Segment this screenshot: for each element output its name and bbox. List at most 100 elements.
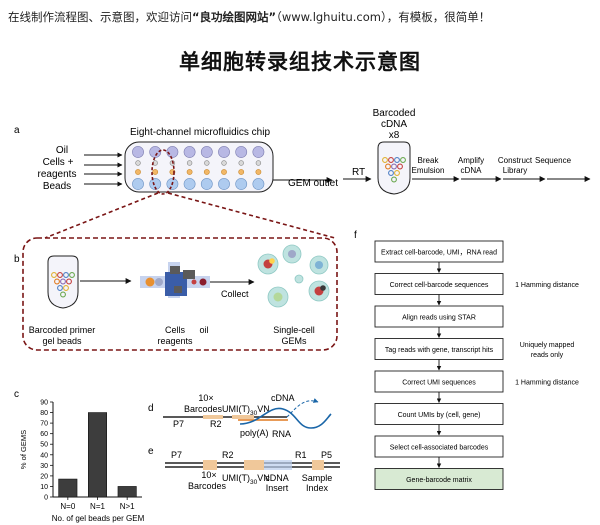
y-tick-label: 80 — [40, 410, 48, 417]
e-barcodes-label: Barcodes — [188, 481, 227, 491]
banner-suffix: （www.lghuitu.com），有模板，很简单！ — [276, 10, 491, 24]
gem-outlet-label: GEM outlet — [288, 178, 338, 189]
bar-N>1 — [117, 486, 137, 498]
junction-cell-left — [170, 266, 180, 274]
y-tick-label: 50 — [40, 442, 48, 449]
e-sample-label: Sample — [302, 473, 333, 483]
chip-well — [152, 169, 159, 175]
gems-label-line-2: GEMs — [281, 336, 307, 346]
tube-bead — [394, 157, 400, 163]
pipeline-note: Uniquely mapped — [520, 342, 575, 349]
panel-f-letter: f — [354, 230, 357, 241]
y-tick-label: 70 — [40, 421, 48, 428]
e-p7-label: P7 — [171, 450, 182, 460]
chip-well — [200, 178, 213, 190]
tube-bead — [66, 278, 72, 285]
step-label-1: Break — [418, 156, 440, 165]
input-label-cells: Cells + — [43, 157, 74, 168]
junction-cell-bottom — [174, 286, 182, 293]
microfluidic-junction — [140, 262, 210, 298]
chip-well — [255, 160, 262, 166]
zoom-frame — [22, 237, 338, 351]
chip-well — [135, 160, 141, 166]
chip-well — [218, 146, 230, 158]
chip-well — [203, 169, 210, 175]
e-barcodes-count: 10× — [201, 470, 216, 480]
chip-well — [149, 178, 162, 190]
junction-bead-grey — [155, 278, 163, 286]
tube-bead — [391, 163, 397, 170]
gem-bead — [273, 292, 283, 302]
chip-well — [135, 169, 141, 175]
input-label-reagents: reagents — [38, 169, 77, 180]
tube-label-line-1: Barcoded — [373, 108, 416, 119]
y-tick-label: 40 — [40, 452, 48, 459]
chip-well — [132, 146, 144, 158]
chip-well — [252, 146, 265, 158]
pipeline-note: reads only — [531, 352, 564, 359]
panel-b: b Collect Barcoded primer gel beads Cell… — [14, 237, 338, 351]
y-tick-label: 0 — [44, 495, 48, 502]
panel-f: f Extract cell-barcode, UMI，RNA readCorr… — [354, 230, 579, 490]
tube-bead — [51, 272, 57, 278]
chip-well — [221, 160, 227, 166]
page-title: 单细胞转录组技术示意图 — [179, 50, 421, 74]
panel-a-letter: a — [14, 125, 20, 136]
zoom-line-left — [44, 192, 159, 239]
chip-well — [132, 178, 144, 190]
step-label-2: cDNA — [461, 166, 483, 175]
junction-output-bead — [199, 278, 207, 286]
d-umi-segment — [232, 415, 254, 419]
d-barcodes-count: 10× — [198, 393, 213, 403]
junction-cell-right — [183, 270, 195, 279]
tube-bead — [63, 285, 69, 291]
chip-well — [183, 178, 196, 190]
d-p7-label: P7 — [173, 419, 184, 429]
chip-well — [221, 169, 227, 175]
tube-bead — [57, 272, 63, 278]
pipeline-step-label: Align reads using STAR — [402, 315, 476, 322]
pipeline-step-box — [374, 468, 504, 490]
site-banner: 在线制作流程图、示意图，欢迎访问“良功绘图网站”（www.lghuitu.com… — [8, 9, 490, 25]
tube-bead — [391, 176, 397, 183]
d-barcodes-label: Barcodes — [184, 404, 223, 414]
tube-label-line-2: cDNA — [381, 119, 407, 130]
gem-cell — [269, 258, 275, 264]
y-tick-label: 90 — [40, 400, 48, 407]
junction-bead-orange — [145, 277, 155, 287]
pipeline-step-label: Count UMIs by (cell, gene) — [398, 412, 481, 419]
x-tick-label: N=0 — [60, 502, 75, 511]
pipeline-step-label: Tag reads with gene, transcript hits — [385, 347, 494, 354]
step-label-3: Library — [503, 166, 527, 175]
e-umi-label: UMI(T)30VN — [222, 473, 270, 486]
input-label-beads: Beads — [43, 181, 71, 192]
gem-bead — [314, 260, 324, 270]
chip-well — [238, 169, 245, 175]
e-insert-segment — [264, 460, 292, 470]
e-insert-label: Insert — [266, 483, 289, 493]
chip-well — [166, 146, 179, 158]
chip-well — [252, 178, 265, 190]
tube-bead — [54, 278, 60, 285]
chip-well — [218, 178, 230, 190]
chip-well — [183, 146, 196, 158]
chip-well — [186, 169, 193, 175]
collect-label: Collect — [221, 289, 249, 299]
e-p5-label: P5 — [321, 450, 332, 460]
pipeline-note: 1 Hamming distance — [515, 380, 579, 387]
gem-bead — [287, 249, 297, 259]
chip-well — [255, 169, 262, 175]
chip-well — [204, 160, 210, 166]
reagents-label: reagents — [157, 336, 193, 346]
y-tick-label: 60 — [40, 431, 48, 438]
d-barcode-segment — [203, 415, 223, 419]
processing-steps: BreakEmulsionAmplifycDNAConstructLibrary… — [412, 156, 591, 182]
panel-b-letter: b — [14, 254, 20, 265]
gem-droplet — [294, 274, 304, 284]
chip-zoom-circle — [151, 149, 175, 195]
gems-label-line-1: Single-cell — [273, 325, 315, 335]
pipeline-note: 1 Hamming distance — [515, 282, 579, 289]
bar-N=0 — [58, 478, 78, 498]
input-label-oil: Oil — [56, 145, 68, 156]
